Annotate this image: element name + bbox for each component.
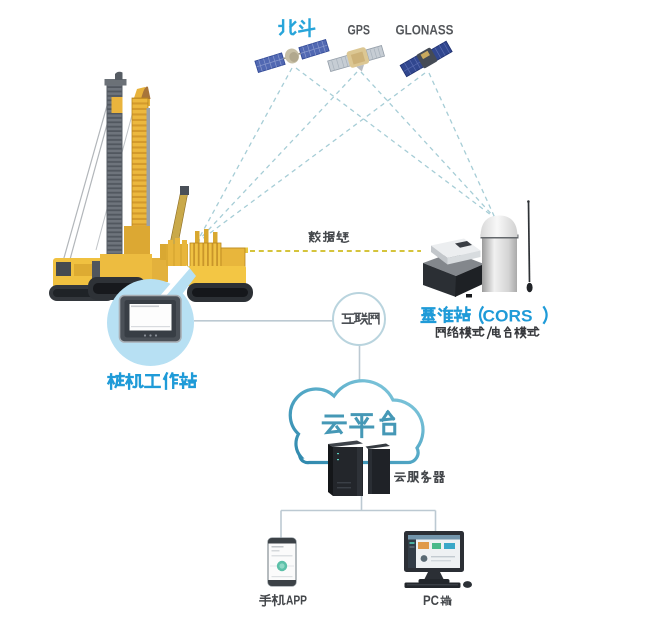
- svg-text:GPS: GPS: [348, 23, 371, 38]
- svg-text:GLONASS: GLONASS: [396, 23, 454, 38]
- svg-text:APP: APP: [286, 594, 307, 608]
- svg-text:CORS: CORS: [483, 307, 533, 326]
- svg-text:PC: PC: [423, 592, 439, 608]
